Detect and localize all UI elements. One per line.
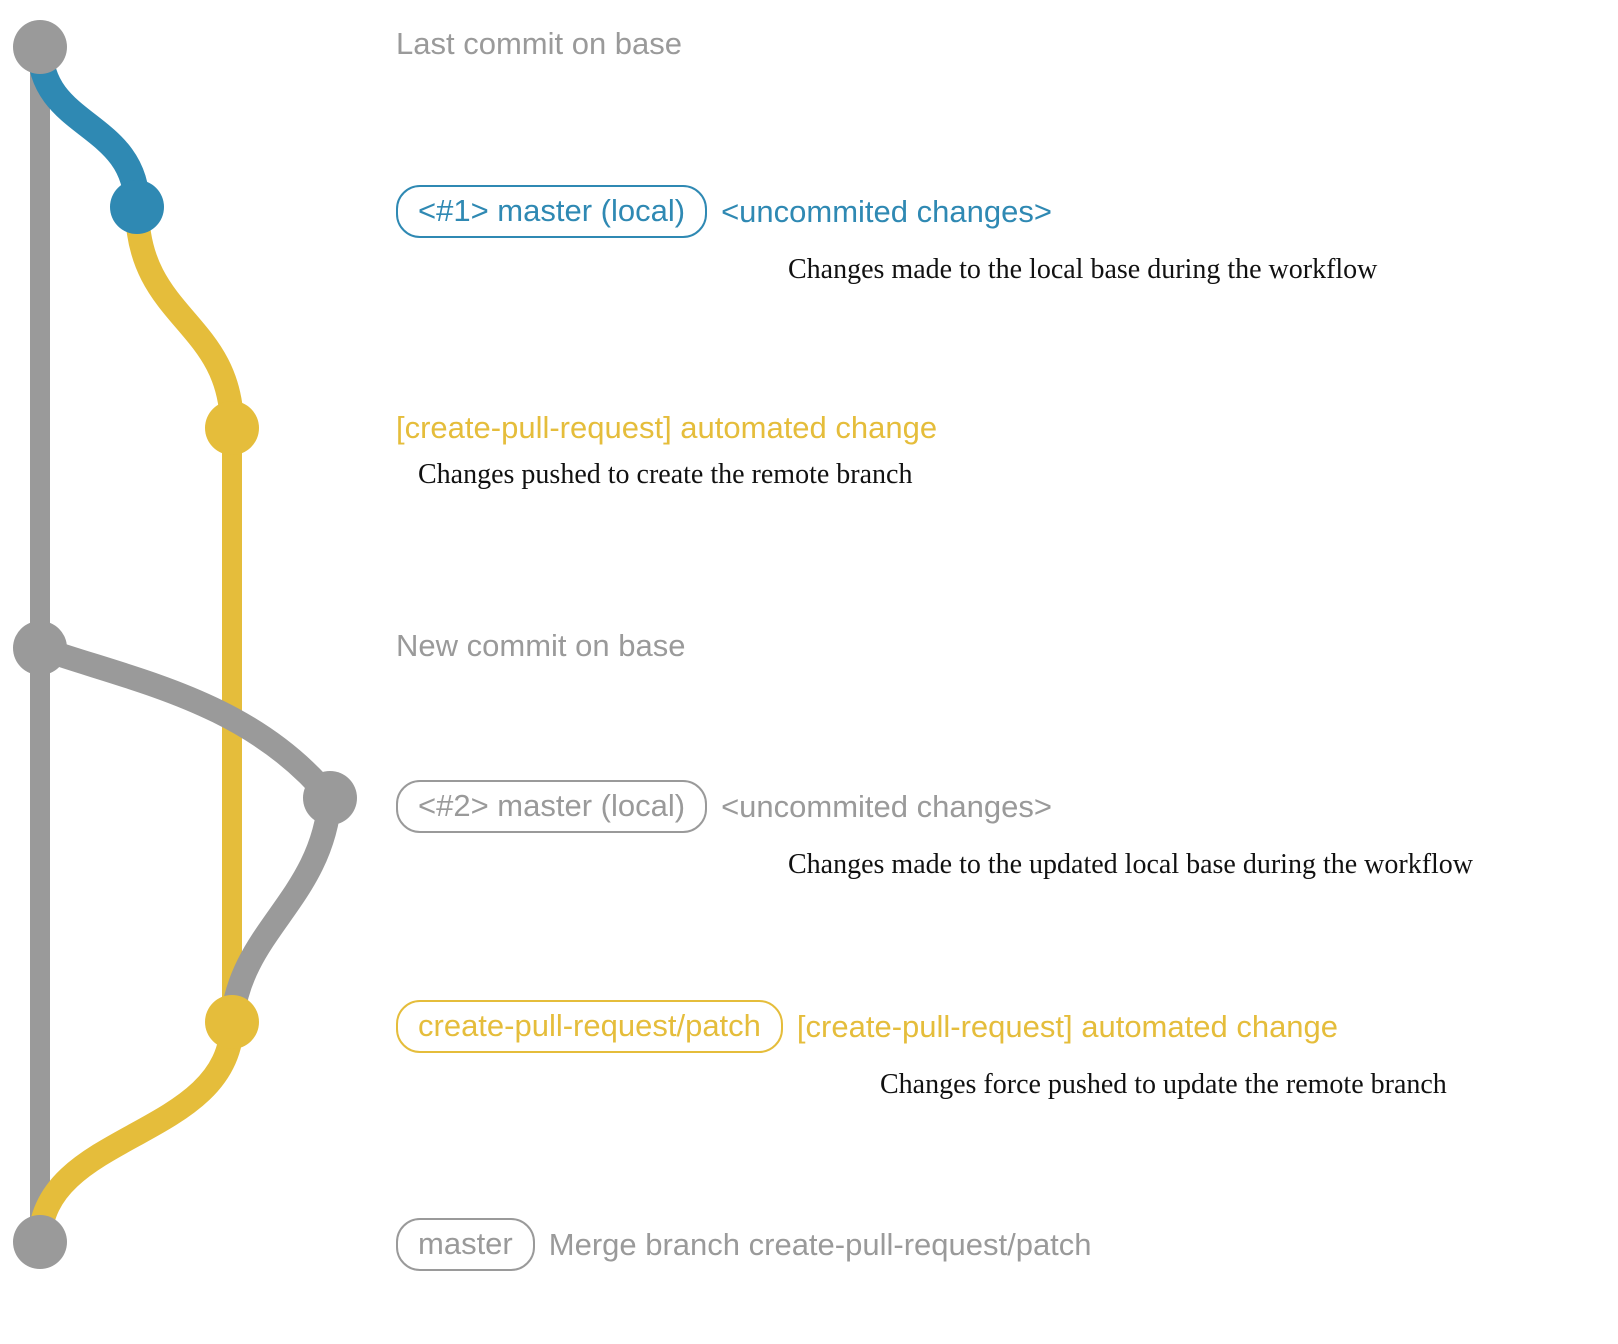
- node-last-commit-on-base: [13, 20, 67, 74]
- commit-row-uncommited-changes-2: <#2> master (local) <uncommited changes>…: [396, 780, 1473, 881]
- commit-row-uncommited-changes-1: <#1> master (local) <uncommited changes>…: [396, 185, 1377, 286]
- commit-note: Changes force pushed to update the remot…: [880, 1069, 1447, 1100]
- commit-row-last-commit-on-base: Last commit on base: [396, 28, 682, 59]
- commit-graph: [13, 20, 357, 1269]
- commit-row-new-commit-on-base: New commit on base: [396, 630, 685, 661]
- commit-row-automated-change-2: create-pull-request/patch [create-pull-r…: [396, 1000, 1447, 1101]
- commit-row-automated-change-1: [create-pull-request] automated change C…: [396, 412, 937, 491]
- commit-subject: [create-pull-request] automated change: [796, 1009, 1339, 1044]
- commit-subject: New commit on base: [396, 628, 686, 663]
- commit-subject: Merge branch create-pull-request/patch: [548, 1227, 1092, 1262]
- node-automated-change-1: [205, 401, 259, 455]
- ref-badge-create-pull-request-patch[interactable]: create-pull-request/patch: [396, 1000, 783, 1053]
- node-automated-change-2: [205, 995, 259, 1049]
- edge-local1-to-patch1: [125, 195, 244, 440]
- node-new-commit-on-base: [13, 621, 67, 675]
- commit-subject: [create-pull-request] automated change: [396, 410, 938, 445]
- commit-subject: Last commit on base: [396, 26, 683, 61]
- commit-row-merge-commit: master Merge branch create-pull-request/…: [396, 1218, 1092, 1271]
- edge-patch2-to-merge: [28, 1010, 244, 1254]
- node-uncommited-changes-2: [303, 771, 357, 825]
- edge-local2-to-patch2: [220, 786, 342, 1034]
- row-main: create-pull-request/patch [create-pull-r…: [396, 1000, 1447, 1053]
- commit-note: Changes made to the updated local base d…: [788, 849, 1474, 880]
- row-main: <#2> master (local) <uncommited changes>: [396, 780, 1473, 833]
- row-main: master Merge branch create-pull-request/…: [396, 1218, 1092, 1271]
- node-merge-commit: [13, 1215, 67, 1269]
- commit-subject: <uncommited changes>: [721, 194, 1052, 229]
- edge-base-to-local2: [28, 636, 342, 810]
- ref-badge-master[interactable]: master: [396, 1218, 535, 1271]
- node-uncommited-changes-1: [110, 180, 164, 234]
- row-main: New commit on base: [396, 630, 685, 661]
- commit-note: Changes made to the local base during th…: [788, 254, 1378, 285]
- row-main: [create-pull-request] automated change: [396, 412, 937, 443]
- edge-base-to-local1: [27, 34, 150, 220]
- ref-badge-master-local-1[interactable]: <#1> master (local): [396, 185, 708, 238]
- commit-note: Changes pushed to create the remote bran…: [418, 459, 913, 490]
- row-main: <#1> master (local) <uncommited changes>: [396, 185, 1377, 238]
- ref-badge-master-local-2[interactable]: <#2> master (local): [396, 780, 708, 833]
- row-main: Last commit on base: [396, 28, 682, 59]
- commit-subject: <uncommited changes>: [721, 789, 1052, 824]
